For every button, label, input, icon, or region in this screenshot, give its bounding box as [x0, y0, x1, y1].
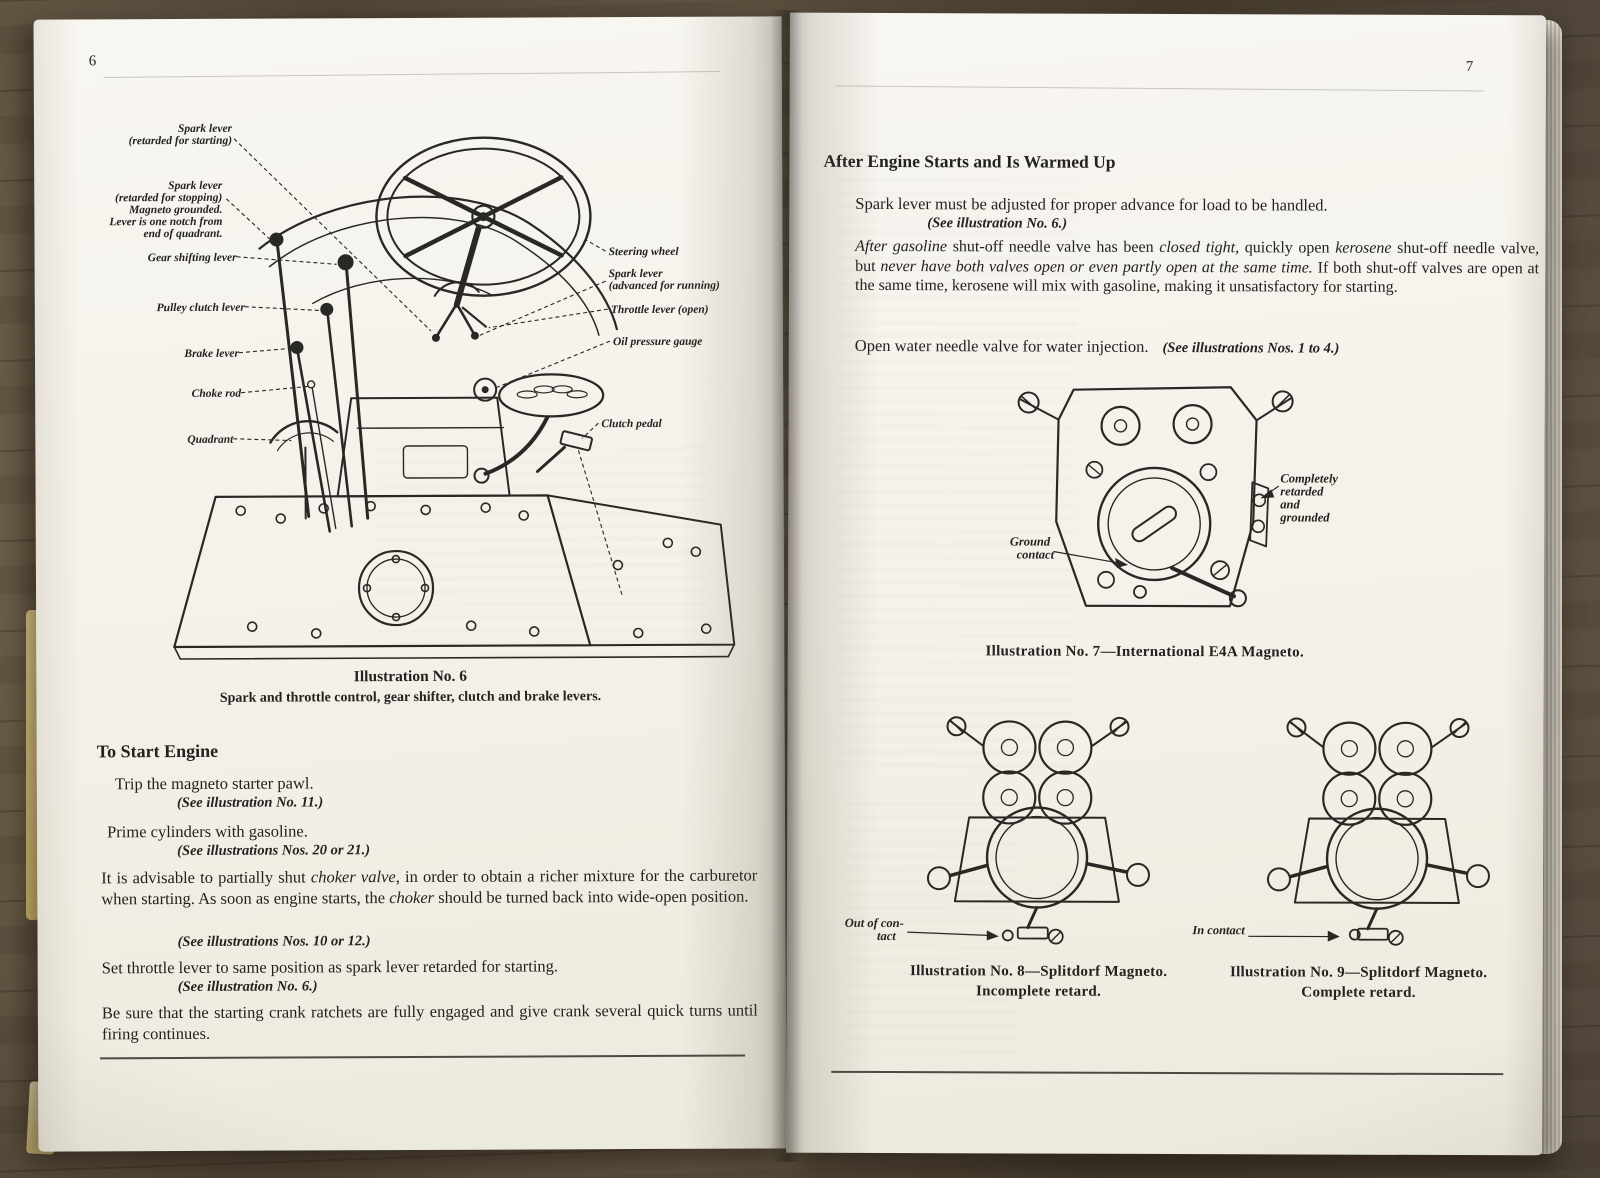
- label-magneto-grounded: Magneto grounded.: [128, 204, 222, 216]
- paragraph-choker-valve: It is advisable to partially shut choker…: [101, 864, 757, 909]
- label-spark-lever-stopping: Spark lever: [168, 180, 223, 192]
- seat: [473, 373, 605, 484]
- label-throttle-lever: Throttle lever (open): [611, 304, 709, 316]
- text-segment: kerosene: [1335, 239, 1392, 257]
- paragraph-starting-crank: Be sure that the starting crank ratchets…: [101, 1000, 758, 1044]
- text-segment: shut-off needle valve has been: [947, 238, 1160, 256]
- paragraph-set-throttle: Set throttle lever to same position as s…: [101, 956, 559, 978]
- illustration-8-caption: Illustration No. 8—Splitdorf Magneto.: [909, 963, 1168, 981]
- paragraph-trip-pawl: Trip the magneto starter pawl.: [114, 773, 314, 794]
- label-spark-lever-starting: Spark lever: [178, 123, 233, 135]
- label-oil-pressure-gauge: Oil pressure gauge: [613, 336, 703, 348]
- text-segment: choker valve: [310, 867, 396, 887]
- oil-pressure-gauge: [473, 377, 498, 402]
- section-heading-to-start-engine: To Start Engine: [96, 740, 219, 762]
- splitdorf-magneto-body: [926, 716, 1150, 945]
- illustration-6-drawing: Spark lever (retarded for starting) Spar…: [108, 123, 736, 660]
- text-segment: Open water needle valve for water inject…: [854, 335, 1149, 356]
- scan-artifact-line: [103, 71, 720, 78]
- label-end-of-quadrant: end of quadrant.: [144, 228, 223, 240]
- leader-lines: [225, 138, 611, 442]
- label-steering-wheel: Steering wheel: [609, 246, 680, 258]
- illustration-7-drawing: Ground contact Completely retarded and g…: [1010, 386, 1338, 608]
- open-book: 6: [26, 10, 1562, 1162]
- text-segment: choker: [389, 887, 435, 908]
- platform-base: [173, 494, 736, 660]
- label-out-of-contact: Out of con-: [845, 916, 904, 930]
- bottom-rule-right: [831, 1070, 1504, 1076]
- clutch-pedal: [536, 430, 623, 596]
- label-clutch-pedal: Clutch pedal: [601, 418, 662, 430]
- reference-illustration-6: (See illustration No. 6.): [177, 978, 318, 996]
- text-segment: never have both valves open or even part…: [880, 257, 1313, 277]
- label-ground-contact: Ground: [1010, 534, 1051, 548]
- page-number-left: 6: [88, 53, 97, 70]
- reference-illustration-6: (See illustration No. 6.): [927, 215, 1068, 232]
- label-brake-lever: Brake lever: [183, 348, 239, 360]
- text-segment: After gasoline: [855, 237, 948, 256]
- illustration-6-caption-title: Illustration No. 6: [353, 667, 468, 686]
- label-completely-retarded-2: retarded: [1280, 484, 1324, 498]
- steering-column: [431, 225, 487, 342]
- label-completely-retarded-4: grounded: [1279, 510, 1330, 524]
- label-spark-lever-running: Spark lever: [609, 268, 664, 280]
- text-segment: closed tight: [1159, 238, 1236, 257]
- label-spark-lever-running-2: (advanced for running): [609, 280, 720, 292]
- label-out-of-contact-2: tact: [877, 929, 896, 943]
- quadrant-assembly: [269, 420, 339, 520]
- label-in-contact: In contact: [1191, 923, 1245, 937]
- label-choke-rod: Choke rod: [192, 388, 242, 400]
- page-left: 6: [33, 16, 787, 1152]
- text-segment: should be turned back into wide-open pos…: [434, 886, 749, 907]
- label-one-notch: Lever is one notch from: [108, 216, 222, 228]
- label-spark-lever-starting-2: (retarded for starting): [129, 135, 233, 147]
- bottom-rule-left: [100, 1054, 746, 1060]
- illustration-9-annotations: In contact: [1191, 923, 1340, 942]
- label-spark-lever-stopping-2: (retarded for stopping): [115, 192, 223, 204]
- reference-illustrations-1-4: (See illustrations Nos. 1 to 4.): [1162, 339, 1340, 357]
- illustration-6-labels: Spark lever (retarded for starting) Spar…: [108, 123, 720, 446]
- reference-illustration-11: (See illustration No. 11.): [176, 794, 324, 812]
- paragraph-spark-lever-adjust: Spark lever must be adjusted for proper …: [855, 193, 1328, 215]
- paragraph-prime-cylinders: Prime cylinders with gasoline.: [107, 821, 308, 842]
- illustration-8-annotations: Out of con- tact: [845, 916, 999, 943]
- page-number-right: 7: [1465, 59, 1474, 76]
- illustration-7-annotations: Ground contact Completely retarded and g…: [1010, 471, 1338, 568]
- paragraph-fuel-valves: After gasoline shut-off needle valve has…: [855, 237, 1539, 298]
- e4a-magneto-body: [1017, 386, 1294, 608]
- illustration-9-caption: Illustration No. 9—Splitdorf Magneto.: [1229, 964, 1488, 982]
- text-segment: , quickly open: [1235, 239, 1336, 257]
- label-ground-contact-2: contact: [1017, 547, 1055, 561]
- illustration-8-caption-2: Incomplete retard.: [976, 983, 1102, 1000]
- illustration-9-caption-2: Complete retard.: [1301, 984, 1416, 1001]
- illustration-6-caption-sub: Spark and throttle control, gear shifter…: [219, 689, 602, 706]
- reference-illustrations-20-21: (See illustrations Nos. 20 or 21.): [177, 842, 371, 860]
- reference-illustrations-10-12: (See illustrations Nos. 10 or 12.): [177, 933, 371, 951]
- illustration-7-caption: Illustration No. 7—International E4A Mag…: [985, 643, 1305, 661]
- label-pulley-clutch-lever: Pulley clutch lever: [157, 302, 246, 314]
- label-completely-retarded: Completely: [1280, 471, 1338, 485]
- page-right: 7 After Engine Starts and Is Warmed Up S…: [786, 12, 1546, 1156]
- steering-wheel: [375, 136, 592, 297]
- label-completely-retarded-3: and: [1280, 497, 1300, 511]
- splitdorf-magneto-body: [1266, 717, 1490, 946]
- text-segment: It is advisable to partially shut: [101, 867, 311, 888]
- illustration-8-drawing: Out of con- tact: [845, 716, 1150, 945]
- label-quadrant: Quadrant: [187, 434, 234, 446]
- illustration-9-drawing: In contact: [1191, 717, 1490, 946]
- control-levers: [269, 232, 370, 533]
- paragraph-water-valve: Open water needle valve for water inject…: [855, 335, 1340, 360]
- scan-artifact-line: [835, 85, 1484, 92]
- section-heading-after-engine-starts: After Engine Starts and Is Warmed Up: [823, 150, 1116, 172]
- label-gear-shifting-lever: Gear shifting lever: [148, 252, 237, 264]
